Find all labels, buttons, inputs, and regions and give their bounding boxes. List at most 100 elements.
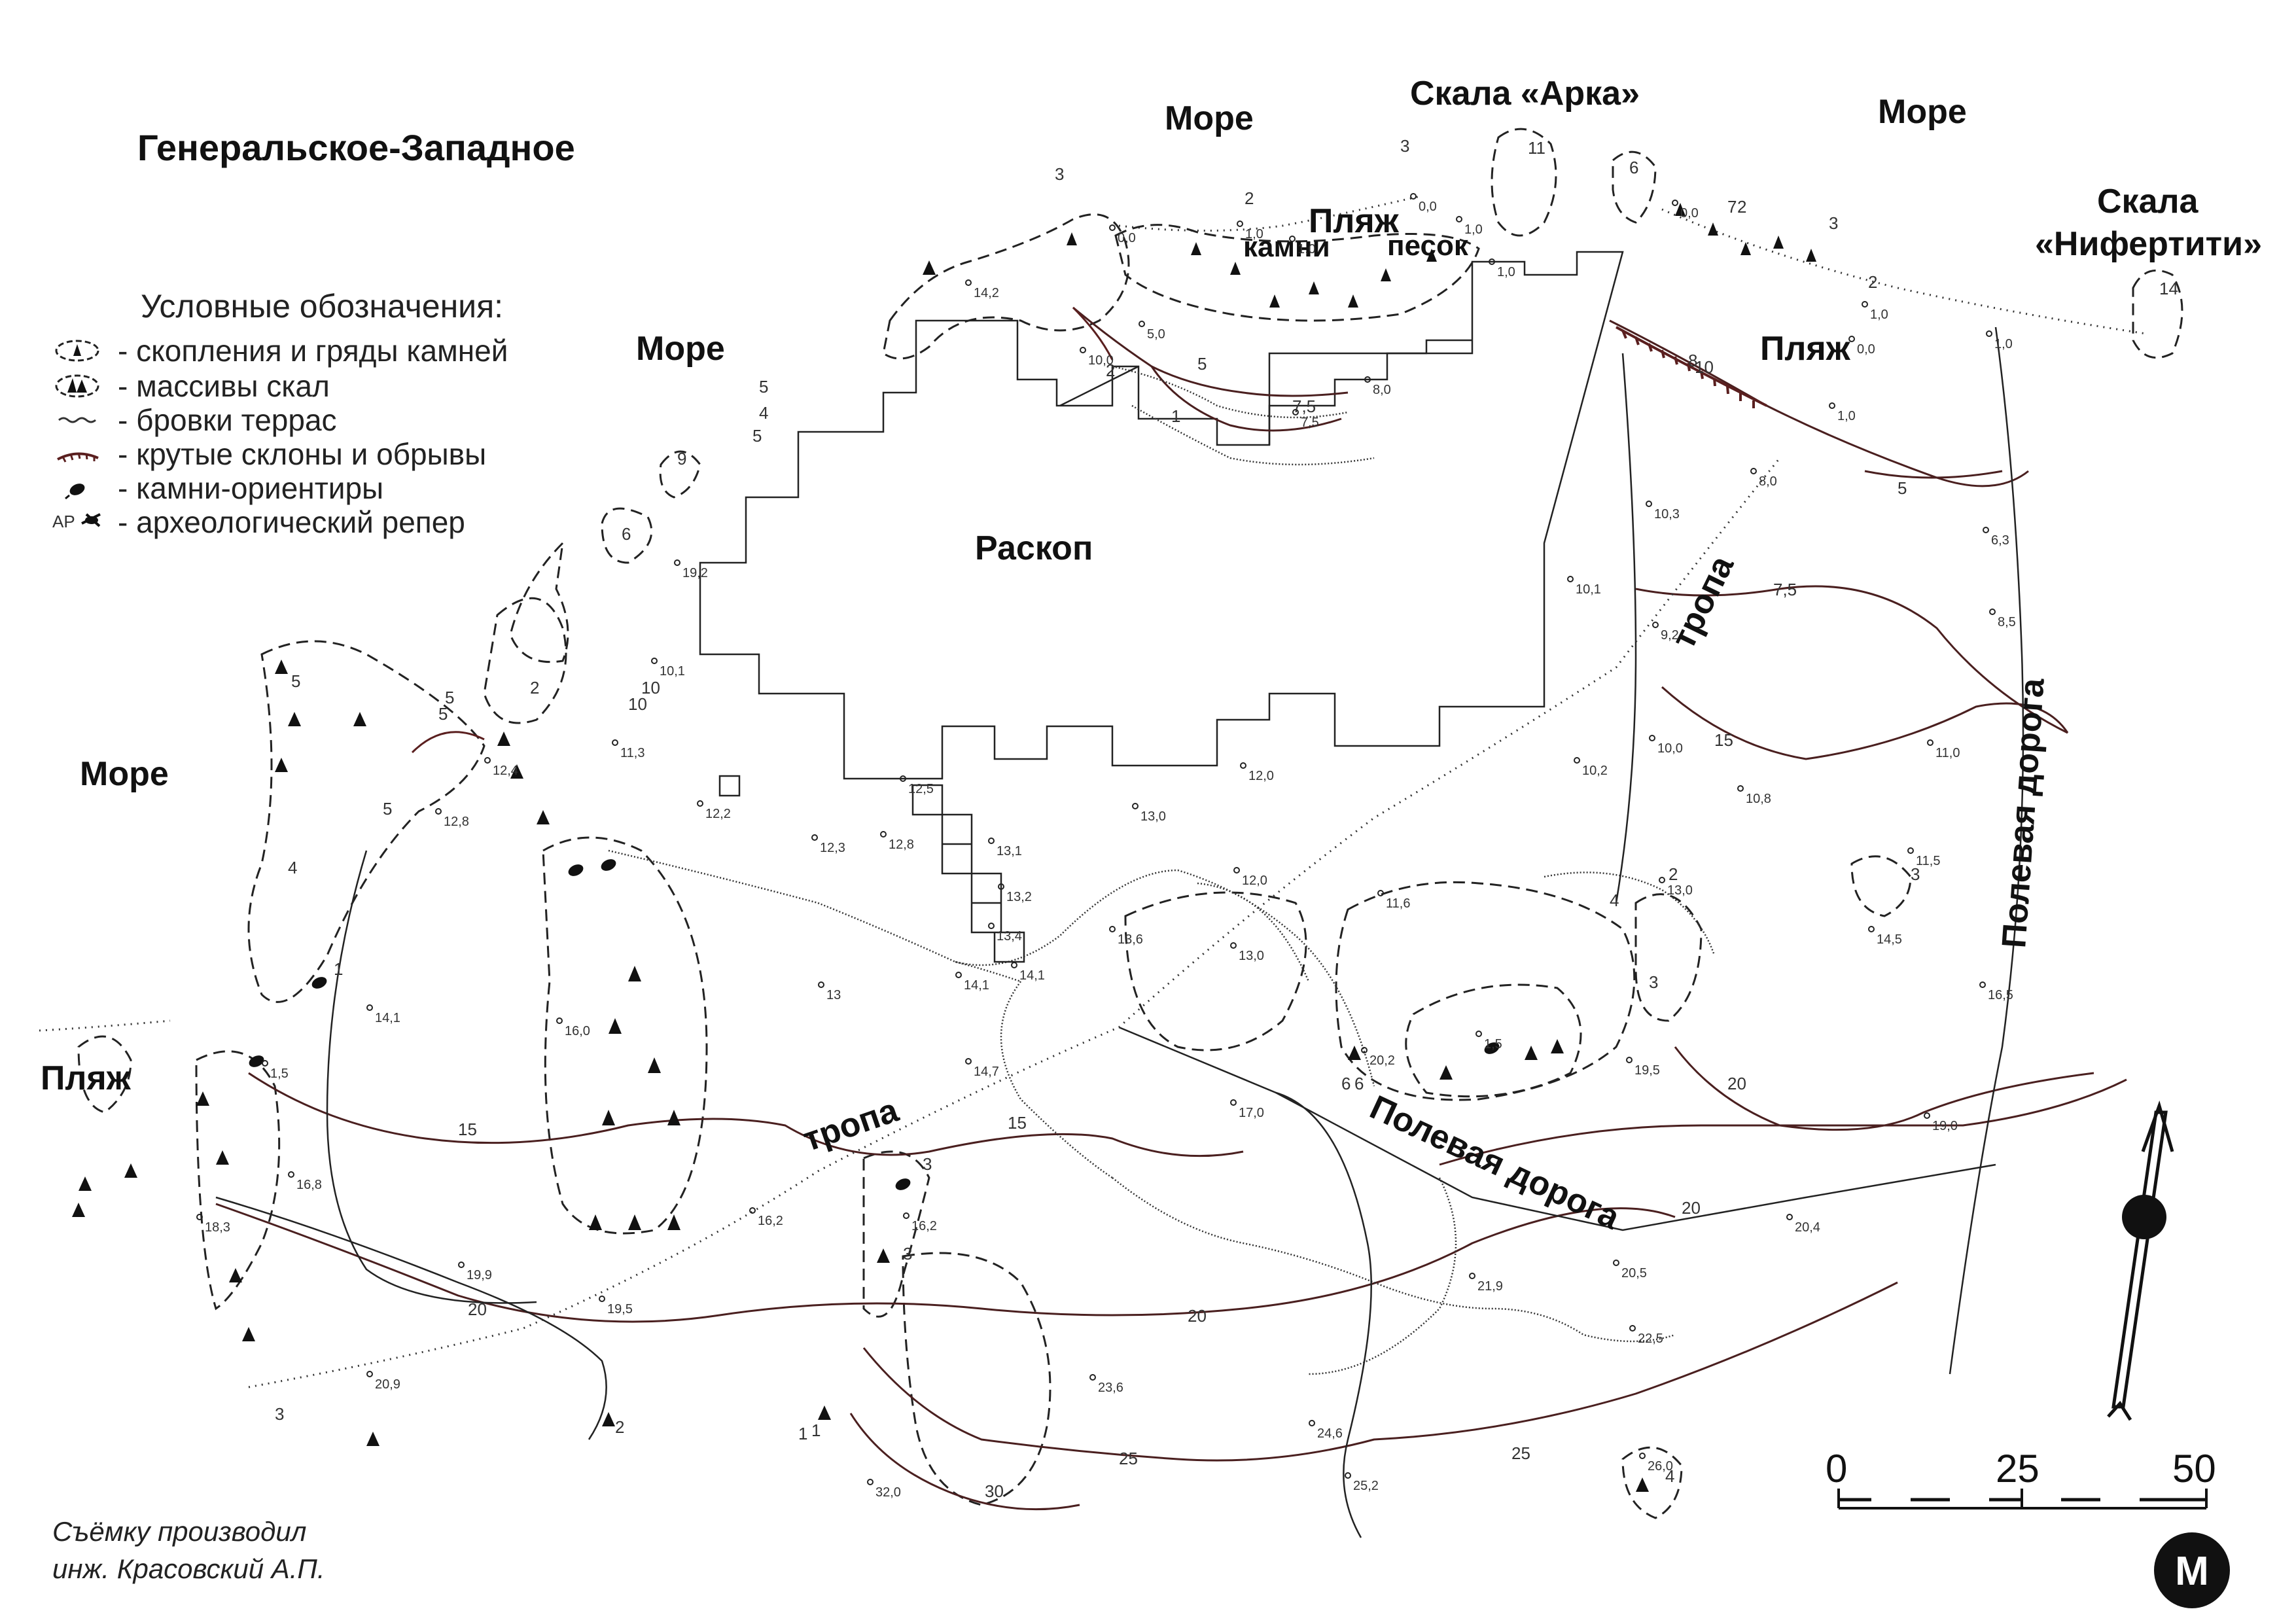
elevation-point-marker <box>674 559 680 566</box>
terrace-edge-icon <box>58 417 96 423</box>
elevation-value: 26,0 <box>1648 1459 1673 1474</box>
elevation-point-marker <box>1011 962 1017 968</box>
elevation-point-marker <box>366 1004 373 1011</box>
contour-value: 25 <box>1119 1449 1138 1468</box>
elevation-value: 32,0 <box>875 1485 901 1500</box>
surveyor-line: инж. Красовский А.П. <box>52 1553 325 1584</box>
place-labels: Море Море Море Море Скала «Арка» Скала «… <box>41 75 2262 1237</box>
elevation-value: 11,6 <box>1386 896 1410 911</box>
elevation-point-marker <box>1345 1472 1351 1479</box>
legend-item-label: - археологический репер <box>118 505 465 539</box>
elevation-point-marker <box>1986 330 1992 337</box>
elevation-value: 10,8 <box>1746 792 1771 806</box>
elevation-value: 14,1 <box>375 1011 400 1025</box>
elevation-point-marker <box>965 1058 972 1065</box>
elevation-point-marker <box>1649 735 1655 741</box>
elevation-value: 22,5 <box>1638 1332 1663 1346</box>
contour-value: 7 <box>1727 197 1737 217</box>
elevation-value: 14,1 <box>1019 968 1045 983</box>
legend-item-label: - бровки террас <box>118 403 337 437</box>
elevation-point-marker <box>1672 200 1678 206</box>
elevation-value: 12,8 <box>444 815 469 829</box>
elevation-value: 20,5 <box>1621 1266 1647 1280</box>
contour-value: 5 <box>383 799 392 819</box>
nefertiti-rock-label: Скала <box>2097 183 2199 221</box>
elevation-value: 11,0 <box>1935 746 1960 760</box>
elevation-point-marker <box>262 1060 268 1067</box>
elevation-value: 16,2 <box>758 1214 783 1228</box>
landmark-stones <box>249 859 1500 1190</box>
benchmark-prefix: АР <box>52 512 75 531</box>
elevation-point-marker <box>1829 402 1835 409</box>
elevation-point-marker <box>1233 867 1240 874</box>
elevation-point-marker <box>435 808 442 815</box>
contour-value: 6 <box>622 524 631 544</box>
elevation-point-marker <box>1848 336 1855 342</box>
elevation-value: 16,5 <box>1988 988 2013 1002</box>
elevation-value: 16,8 <box>296 1178 322 1192</box>
roads-and-trails <box>215 327 2024 1538</box>
excavation-outline <box>699 251 1624 780</box>
elevation-point-marker <box>1456 216 1462 222</box>
elevation-value: 19,0 <box>1932 1119 1958 1133</box>
contour-value: 4 <box>759 403 768 423</box>
contour-value: 20 <box>1682 1198 1701 1218</box>
elevation-value: 17,0 <box>1239 1106 1264 1120</box>
elevation-point-marker <box>196 1214 203 1220</box>
elevation-point-marker <box>1750 468 1757 474</box>
beach-label: Пляж <box>1760 330 1851 368</box>
elevation-value: 13,4 <box>997 929 1022 944</box>
scale-tick-label: 0 <box>1826 1447 1847 1491</box>
elevation-point-marker <box>900 775 906 782</box>
elevation-point-marker <box>955 972 962 978</box>
benchmark-icon: АР <box>52 512 101 531</box>
elevation-point-marker <box>1924 1112 1930 1119</box>
shoreline <box>39 195 2147 1032</box>
elevation-point-marker <box>988 838 995 844</box>
elevation-point-marker <box>1983 527 1989 533</box>
beach-label: Пляж <box>1309 202 1400 240</box>
elevation-point-marker <box>1613 1260 1619 1266</box>
elevation-value: 10,1 <box>660 664 685 679</box>
elevation-point-marker <box>1377 890 1384 896</box>
elevation-value: 0,0 <box>1680 206 1699 221</box>
elevation-point-marker <box>1907 847 1914 854</box>
elevation-point-marker <box>965 279 972 286</box>
elevation-point-marker <box>1089 1374 1096 1381</box>
terrace-edges <box>608 365 1716 1375</box>
elevation-value: 10,0 <box>1657 741 1683 756</box>
steep-slope-icon <box>57 452 99 463</box>
elevation-value: 21,9 <box>1477 1279 1503 1294</box>
elevation-value: 5,0 <box>1147 327 1165 342</box>
elevation-point-marker <box>1237 221 1243 227</box>
elevation-value: 20,2 <box>1369 1053 1395 1068</box>
contour-value: 3 <box>1400 136 1409 156</box>
rock-massif-icon <box>55 374 99 398</box>
contour-value: 5 <box>752 426 762 446</box>
elevation-point-marker <box>697 800 703 807</box>
contour-value: 4 <box>1665 1466 1674 1486</box>
elevation-point-marker <box>1862 301 1868 308</box>
elevation-point-marker <box>1410 193 1417 200</box>
elevation-value: 12,0 <box>1248 769 1274 783</box>
beach-label: Пляж <box>41 1059 132 1097</box>
elevation-value: 12,3 <box>820 841 845 855</box>
elevation-point-marker <box>1309 1420 1315 1426</box>
elevation-point-marker <box>1364 376 1371 383</box>
contour-value: 1 <box>811 1421 821 1440</box>
contour-value: 14 <box>2159 279 2178 298</box>
elevation-point-marker <box>1567 576 1574 582</box>
elevation-point-marker <box>1629 1325 1636 1332</box>
elevation-value: 16,2 <box>911 1219 937 1233</box>
contour-value: 2 <box>1669 864 1678 884</box>
elevation-point-marker <box>1109 224 1116 231</box>
contour-value: 5 <box>1898 478 1907 498</box>
elevation-value: 13,2 <box>1006 890 1032 904</box>
contour-value: 20 <box>468 1299 487 1319</box>
contour-value: 9 <box>677 449 686 468</box>
legend-item-label: - крутые склоны и обрывы <box>118 437 486 471</box>
elevation-point-marker <box>1469 1273 1475 1279</box>
contour-value: 6 <box>1354 1074 1364 1093</box>
contour-value: 2 <box>1737 197 1746 217</box>
